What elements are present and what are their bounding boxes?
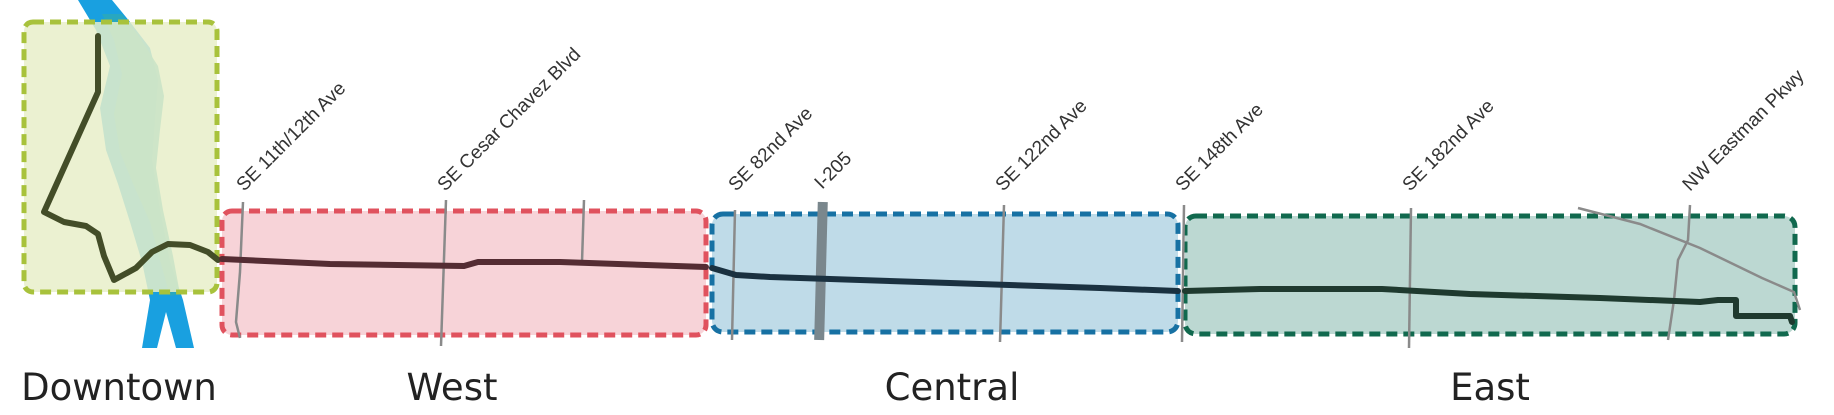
route-west	[219, 256, 709, 270]
street-line-se-182nd	[1407, 207, 1413, 349]
i205-freeway	[814, 201, 828, 341]
street-label-se-11th-12th: SE 11th/12th Ave	[233, 78, 350, 195]
segment-name-east: East	[1450, 366, 1530, 409]
segment-box-downtown	[21, 19, 220, 295]
street-line-cesar-chavez	[439, 199, 448, 347]
street-line-diagonal-east	[1577, 206, 1802, 311]
segment-box-west	[219, 208, 709, 338]
street-label-i205: I-205	[811, 148, 856, 193]
route-east	[1182, 286, 1795, 325]
street-label-se-122nd: SE 122nd Ave	[992, 96, 1092, 196]
street-line-se-11th-12th	[234, 201, 245, 339]
segment-name-downtown: Downtown	[21, 366, 217, 409]
segment-box-east	[1182, 213, 1798, 337]
street-label-nw-eastman: NW Eastman Pkwy	[1679, 65, 1809, 195]
route	[41, 33, 1795, 325]
street-line-nw-eastman	[1666, 204, 1692, 341]
segment-name-central: Central	[885, 366, 1020, 409]
street-line-se-122nd	[998, 204, 1006, 343]
street-line-se-148th	[1180, 204, 1186, 343]
route-downtown	[41, 33, 221, 283]
street-label-se-82nd: SE 82nd Ave	[725, 103, 817, 195]
street-label-cesar-chavez: SE Cesar Chavez Blvd	[434, 44, 585, 195]
route-central	[709, 265, 1181, 294]
segment-name-west: West	[407, 366, 498, 409]
segment-names: Downtown West Central East	[21, 366, 1530, 409]
cross-streets	[234, 199, 1802, 349]
segment-box-central	[709, 211, 1181, 335]
street-label-se-148th: SE 148th Ave	[1172, 100, 1268, 196]
street-line-se-70s	[580, 199, 586, 263]
street-labels: SE 11th/12th Ave SE Cesar Chavez Blvd SE…	[233, 44, 1809, 195]
street-label-se-182nd: SE 182nd Ave	[1399, 96, 1499, 196]
